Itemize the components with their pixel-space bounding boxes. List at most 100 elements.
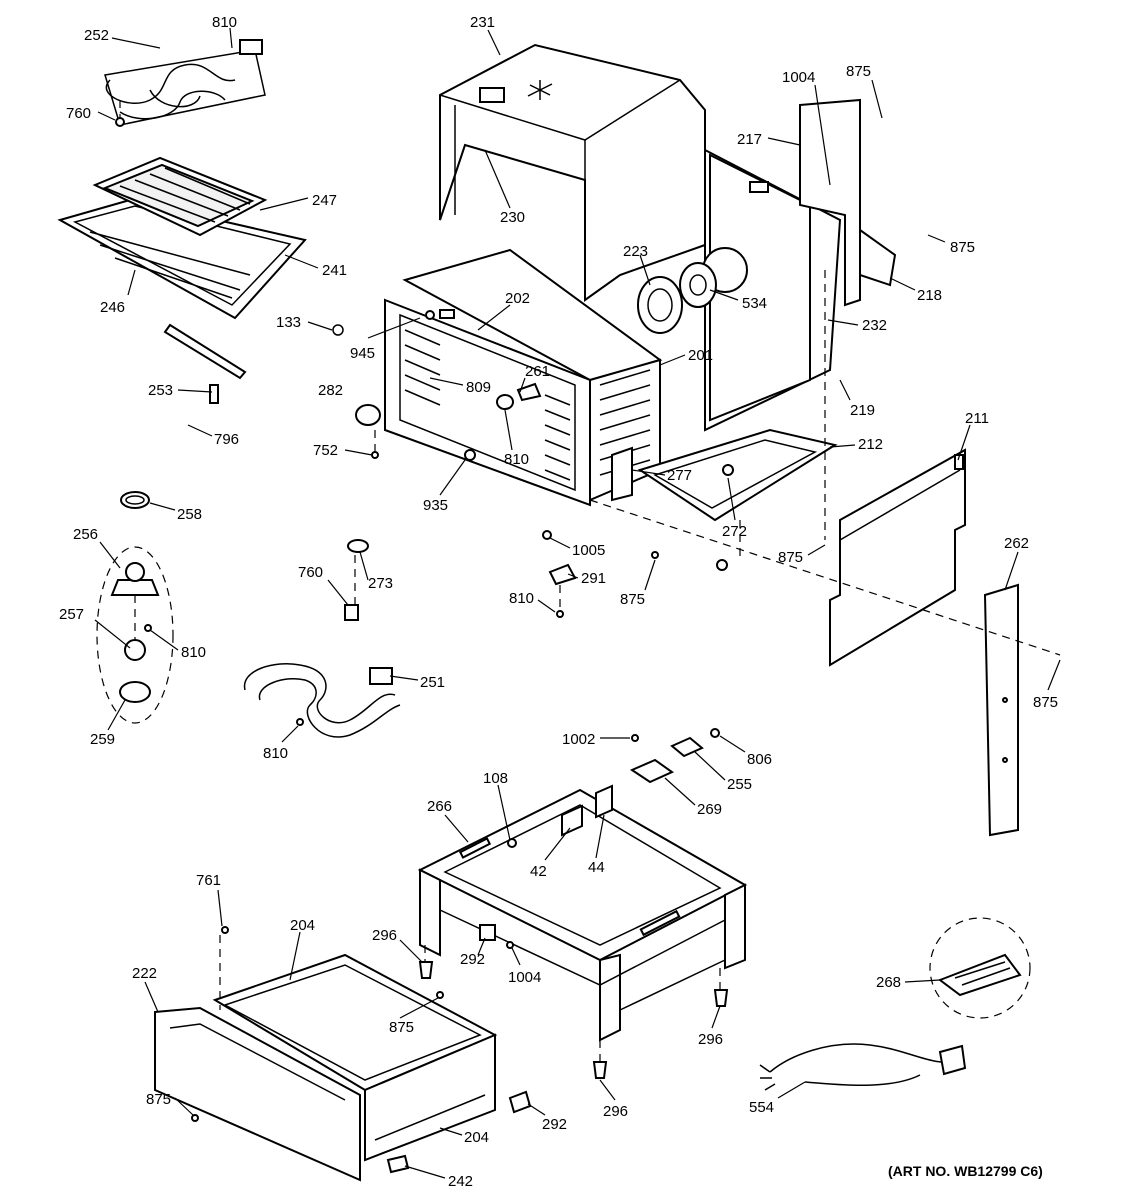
callout-292: 292 xyxy=(542,1116,567,1133)
screw-1002 xyxy=(631,734,639,742)
callout-875: 875 xyxy=(1033,694,1058,711)
callout-272: 272 xyxy=(722,523,747,540)
callout-42: 42 xyxy=(530,863,547,880)
callout-810: 810 xyxy=(181,644,206,661)
side-trim-262 xyxy=(983,583,1019,837)
screw-752 xyxy=(371,451,379,459)
callout-1002: 1002 xyxy=(562,731,595,748)
callout-760: 760 xyxy=(66,105,91,122)
callout-230: 230 xyxy=(500,209,525,226)
callout-935: 935 xyxy=(423,497,448,514)
art-number: (ART NO. WB12799 C6) xyxy=(888,1163,1043,1179)
bracket-269 xyxy=(629,758,675,784)
callout-253: 253 xyxy=(148,382,173,399)
screw-875 xyxy=(651,551,659,559)
base-frame xyxy=(417,728,748,1042)
oven-cavity xyxy=(384,248,663,507)
leveling-legs xyxy=(418,961,729,1079)
panel-clip xyxy=(954,454,964,470)
grommet-133 xyxy=(332,324,344,336)
bake-element xyxy=(243,663,401,738)
callout-252: 252 xyxy=(84,27,109,44)
callout-212: 212 xyxy=(858,436,883,453)
callout-256: 256 xyxy=(73,526,98,543)
callout-257: 257 xyxy=(59,606,84,623)
light-socket xyxy=(496,394,514,410)
alignment-lines xyxy=(119,100,1061,1062)
screw-1005 xyxy=(542,530,552,540)
part-273 xyxy=(347,539,369,553)
callout-752: 752 xyxy=(313,442,338,459)
callout-202: 202 xyxy=(505,290,530,307)
screw-761 xyxy=(221,926,229,934)
callout-211: 211 xyxy=(965,410,989,427)
callout-218: 218 xyxy=(917,287,942,304)
callout-133: 133 xyxy=(276,314,301,331)
callout-296: 296 xyxy=(372,927,397,944)
storage-drawer xyxy=(154,926,532,1182)
callout-760: 760 xyxy=(298,564,323,581)
screw xyxy=(144,624,152,632)
screw xyxy=(464,449,476,461)
callout-1005: 1005 xyxy=(572,542,605,559)
callout-labels: 252 810 760 231 230 1004 875 217 247 241… xyxy=(59,14,1058,1190)
part-42 xyxy=(561,804,583,837)
callout-806: 806 xyxy=(747,751,772,768)
callout-251: 251 xyxy=(420,674,445,691)
sensor-253 xyxy=(163,323,247,380)
part-108 xyxy=(507,838,517,848)
callout-108: 108 xyxy=(483,770,508,787)
knob-282 xyxy=(355,404,381,426)
callout-268: 268 xyxy=(876,974,901,991)
gasket-258 xyxy=(120,491,150,509)
sensor-bracket xyxy=(209,384,219,404)
callout-246: 246 xyxy=(100,299,125,316)
callout-875: 875 xyxy=(950,239,975,256)
power-cord xyxy=(759,1043,967,1091)
screw-875 xyxy=(436,991,444,999)
callout-796: 796 xyxy=(214,431,239,448)
callout-204: 204 xyxy=(464,1129,489,1146)
light-housing-256 xyxy=(110,579,160,596)
callout-204: 204 xyxy=(290,917,315,934)
misc-center-parts xyxy=(344,530,659,621)
callout-296: 296 xyxy=(603,1103,628,1120)
callout-232: 232 xyxy=(862,317,887,334)
callout-291: 291 xyxy=(581,570,606,587)
callout-273: 273 xyxy=(368,575,393,592)
callout-44: 44 xyxy=(588,859,605,876)
callout-810: 810 xyxy=(212,14,237,31)
slide-242 xyxy=(386,1154,410,1174)
convection-fan xyxy=(637,262,717,334)
leader-lines xyxy=(94,27,1061,1179)
callout-282: 282 xyxy=(318,382,343,399)
callout-1004: 1004 xyxy=(508,969,541,986)
callout-222: 222 xyxy=(132,965,157,982)
callout-554: 554 xyxy=(749,1099,774,1116)
spacer xyxy=(722,464,734,476)
screw xyxy=(115,117,125,127)
callout-223: 223 xyxy=(623,243,648,260)
bracket-255 xyxy=(670,736,704,758)
lens-259 xyxy=(119,681,151,703)
callout-247: 247 xyxy=(312,192,337,209)
screw-875 xyxy=(191,1114,199,1122)
screw xyxy=(425,310,435,320)
broil-element-bracket xyxy=(239,39,263,55)
callout-241: 241 xyxy=(322,262,347,279)
clip-292 xyxy=(508,1090,532,1114)
callout-875: 875 xyxy=(846,63,871,80)
callout-255: 255 xyxy=(727,776,752,793)
spacer xyxy=(716,559,728,571)
screw-760 xyxy=(344,604,359,621)
callout-262: 262 xyxy=(1004,535,1029,552)
callout-292: 292 xyxy=(460,951,485,968)
callout-219: 219 xyxy=(850,402,875,419)
callout-534: 534 xyxy=(742,295,767,312)
small-parts-left xyxy=(120,323,381,509)
callout-261: 261 xyxy=(525,363,550,380)
screw xyxy=(296,718,304,726)
callout-296: 296 xyxy=(698,1031,723,1048)
oven-bottom xyxy=(637,428,838,571)
